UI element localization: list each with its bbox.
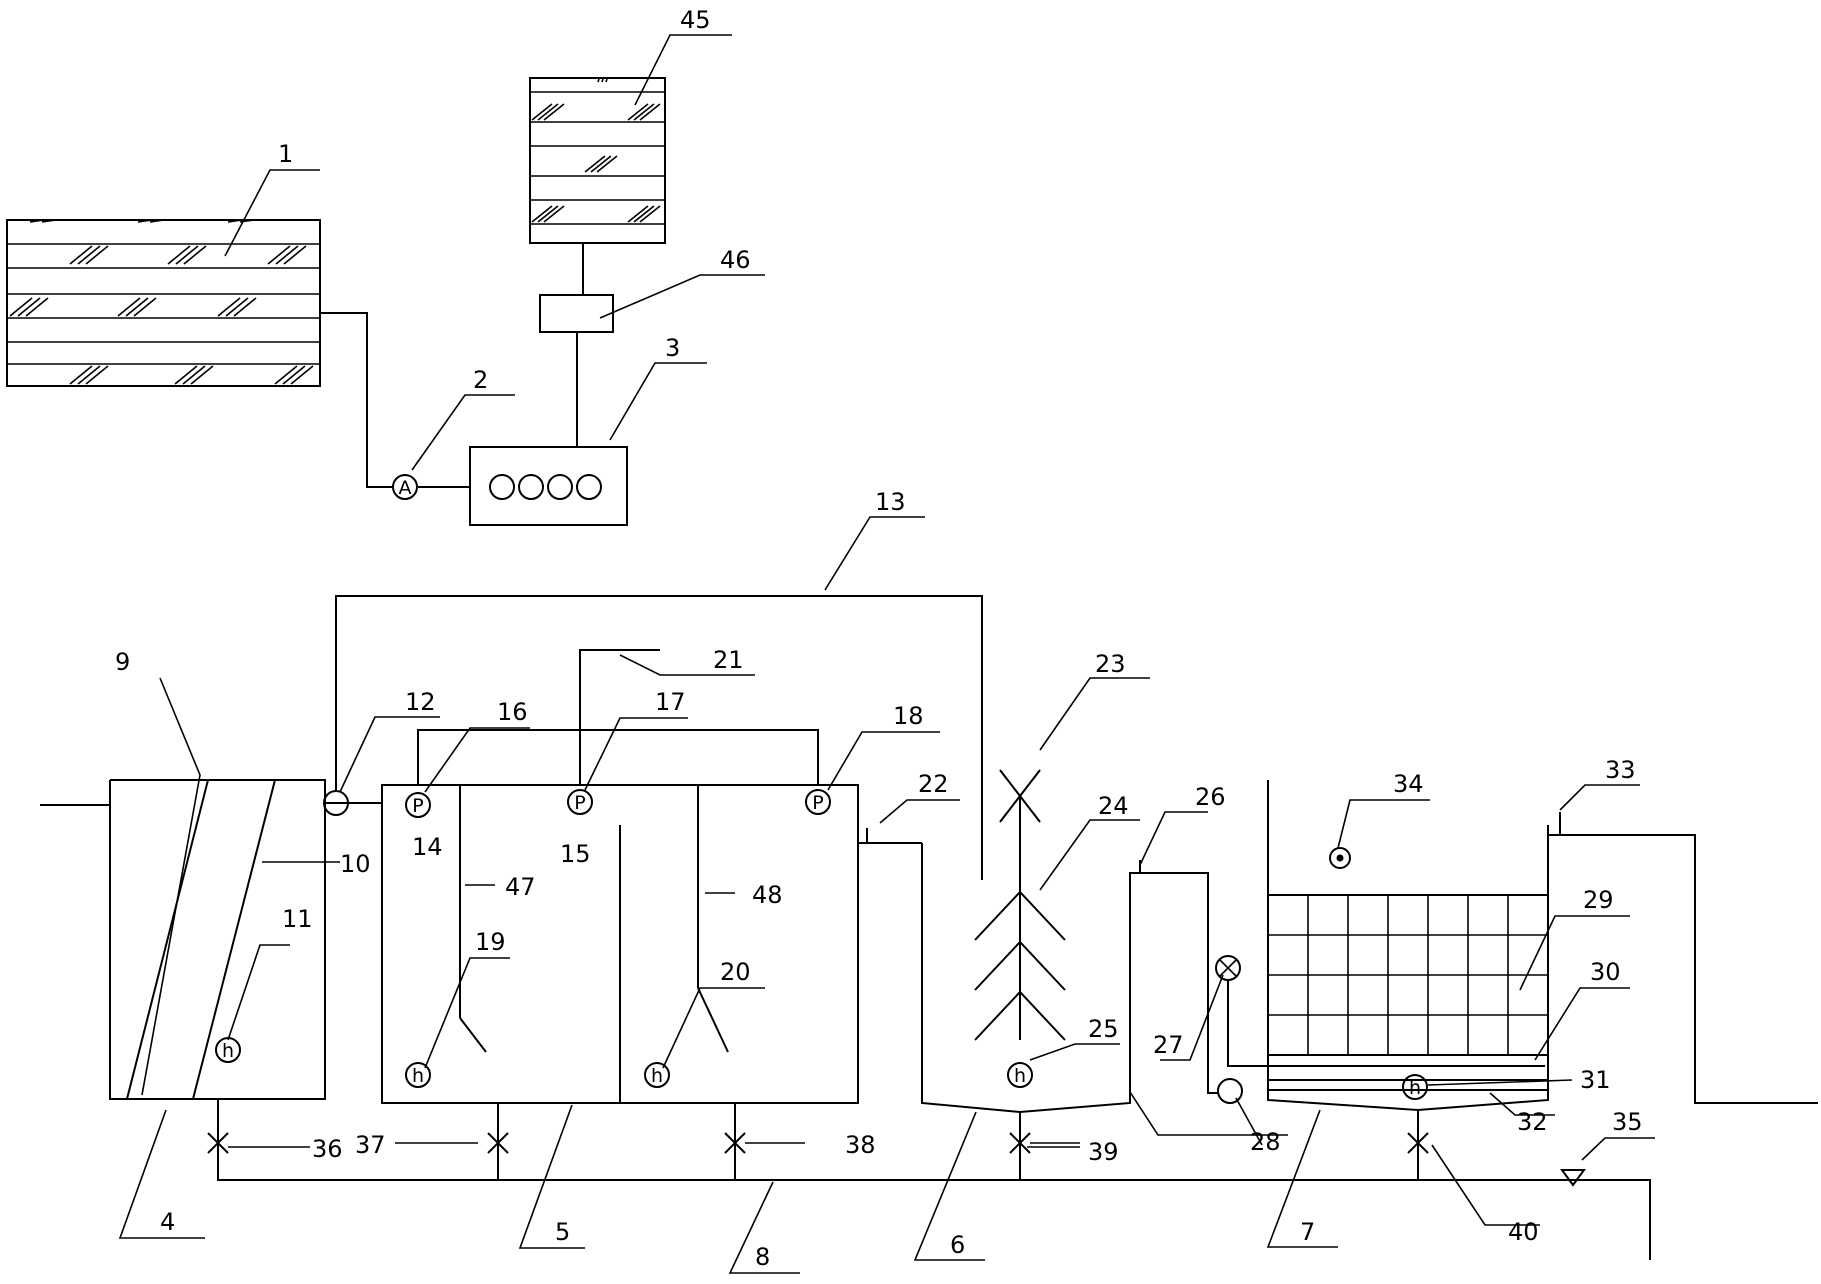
label-6: 6 xyxy=(950,1231,965,1259)
label-46: 46 xyxy=(720,246,751,274)
leader-lines xyxy=(118,34,1655,1274)
label-11: 11 xyxy=(282,905,313,933)
label-38: 38 xyxy=(845,1131,876,1159)
label-30: 30 xyxy=(1590,958,1621,986)
label-18: 18 xyxy=(893,702,924,730)
label-33: 33 xyxy=(1605,756,1636,784)
label-15: 15 xyxy=(560,840,591,868)
tank-7: h xyxy=(1267,780,1818,1112)
svg-text:h: h xyxy=(1014,1065,1026,1087)
label-34: 34 xyxy=(1393,770,1424,798)
label-47: 47 xyxy=(505,873,536,901)
label-25: 25 xyxy=(1088,1015,1119,1043)
label-27: 27 xyxy=(1153,1031,1184,1059)
symbol-35 xyxy=(1560,1169,1586,1187)
label-26: 26 xyxy=(1195,783,1226,811)
drain-line-8 xyxy=(207,1099,1651,1260)
label-22: 22 xyxy=(918,770,949,798)
label-45: 45 xyxy=(680,6,711,34)
label-19: 19 xyxy=(475,928,506,956)
ammeter-2: A xyxy=(392,474,418,500)
label-7: 7 xyxy=(1300,1218,1315,1246)
level-sensor-20: h xyxy=(644,1062,670,1088)
label-40: 40 xyxy=(1508,1218,1539,1246)
level-sensor-19: h xyxy=(405,1062,431,1088)
label-8: 8 xyxy=(755,1243,770,1271)
label-28: 28 xyxy=(1250,1128,1281,1156)
label-12: 12 xyxy=(405,688,436,716)
reference-labels: 1 2 3 46 45 13 23 24 26 25 27 28 34 29 3… xyxy=(115,6,1643,1271)
label-2: 2 xyxy=(473,366,488,394)
label-16: 16 xyxy=(497,698,528,726)
label-24: 24 xyxy=(1098,792,1129,820)
label-3: 3 xyxy=(665,334,680,362)
label-20: 20 xyxy=(720,958,751,986)
label-29: 29 xyxy=(1583,886,1614,914)
tank-6: h xyxy=(921,769,1218,1114)
label-1: 1 xyxy=(278,140,293,168)
pressure-gauge-16: P xyxy=(405,792,431,818)
tank-5: P P P h h xyxy=(381,649,922,1104)
svg-text:h: h xyxy=(412,1065,424,1087)
label-35: 35 xyxy=(1612,1108,1643,1136)
svg-text:P: P xyxy=(412,795,423,817)
label-17: 17 xyxy=(655,688,686,716)
label-36: 36 xyxy=(312,1135,343,1163)
label-23: 23 xyxy=(1095,650,1126,678)
svg-text:P: P xyxy=(812,792,823,814)
component-3-circles xyxy=(489,474,602,500)
device-34 xyxy=(1329,847,1351,869)
svg-text:P: P xyxy=(574,792,585,814)
pressure-gauge-17: P xyxy=(567,789,593,815)
component-1-panel xyxy=(6,219,321,387)
pressure-gauge-18: P xyxy=(805,789,831,815)
svg-text:h: h xyxy=(1409,1077,1421,1099)
device-27 xyxy=(1215,955,1545,1067)
component-46-box xyxy=(539,294,614,333)
device-28 xyxy=(1217,1078,1243,1104)
label-31: 31 xyxy=(1580,1066,1611,1094)
svg-text:h: h xyxy=(222,1040,234,1062)
label-14: 14 xyxy=(412,833,443,861)
label-48: 48 xyxy=(752,881,783,909)
component-45-panel xyxy=(529,77,666,244)
svg-text:h: h xyxy=(651,1065,663,1087)
label-21: 21 xyxy=(713,646,744,674)
label-32: 32 xyxy=(1517,1108,1548,1136)
label-39: 39 xyxy=(1088,1138,1119,1166)
label-37: 37 xyxy=(355,1131,386,1159)
label-5: 5 xyxy=(555,1218,570,1246)
label-10: 10 xyxy=(340,850,371,878)
tank-4: h xyxy=(40,779,326,1100)
label-4: 4 xyxy=(160,1208,175,1236)
label-9: 9 xyxy=(115,648,130,676)
label-13: 13 xyxy=(875,488,906,516)
svg-text:A: A xyxy=(399,477,412,499)
